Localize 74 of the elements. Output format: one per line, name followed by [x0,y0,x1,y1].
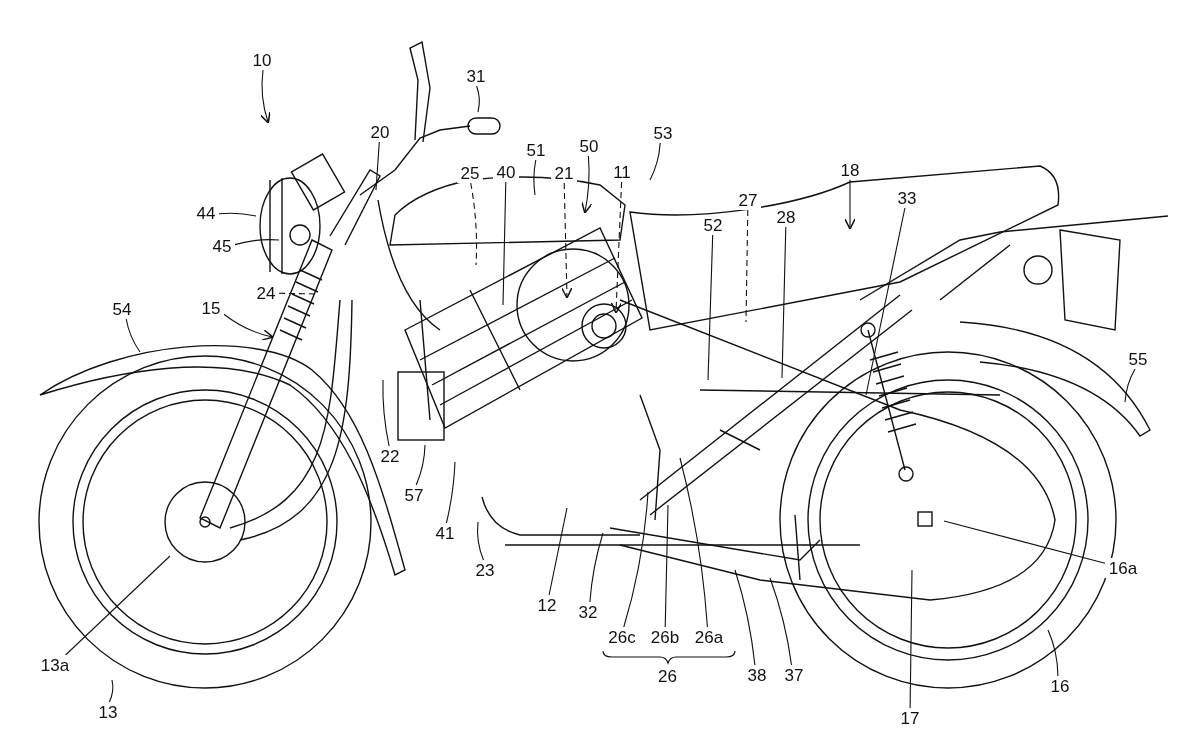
leader-line [125,318,141,353]
callout-number: 18 [840,161,860,179]
leader-line [533,159,537,196]
leader-line [382,379,390,447]
callout-number: 26 [658,668,677,685]
callout-number: 33 [897,189,917,207]
callout-number: 24 [256,284,276,302]
callout-number: 20 [370,123,390,141]
callout-number: 27 [738,191,758,209]
leader-line [548,507,568,596]
callout-number: 38 [747,666,767,684]
callout-number: 26b [650,628,680,646]
arrow [259,69,271,124]
leader-line [1047,629,1059,677]
leader-line [375,141,380,191]
leader-line [65,555,171,656]
leader-line [734,569,756,666]
leader-line [769,577,793,666]
callout-number: 41 [435,524,455,542]
arrow [844,179,856,230]
leader-line [415,444,426,486]
leader-line [589,532,604,603]
callout-number: 54 [112,300,132,318]
arrow [223,313,274,341]
leader-line [909,569,913,709]
leader-line [1124,368,1136,403]
callout-number: 12 [537,596,557,614]
callout-number: 53 [653,124,673,142]
callout-number: 31 [466,67,486,85]
leader-line [234,239,280,246]
leader-line [865,207,906,396]
arrow [561,182,573,299]
leader-line [445,461,456,524]
callout-number: 11 [613,163,631,181]
leader-line [679,457,708,628]
leader-line [781,226,787,379]
leader-line [745,209,749,323]
callout-number: 15 [201,299,221,317]
leader-line [108,679,114,703]
callout-number: 16a [1108,559,1138,577]
callout-number: 52 [703,216,723,234]
callout-number: 22 [380,447,400,465]
callout-number: 44 [196,204,216,222]
callout-number: 50 [579,137,599,155]
leader-line [476,521,485,561]
callout-number: 57 [404,486,424,504]
callout-number: 32 [578,603,598,621]
leader-line [502,181,507,306]
leader-line [476,85,480,113]
callout-number: 21 [554,164,574,182]
arrow [581,155,593,214]
callout-number: 28 [776,208,796,226]
callout-number: 55 [1128,350,1148,368]
callout-number: 40 [496,163,516,181]
arrow [610,181,623,314]
callout-number: 23 [475,561,495,579]
leader-line [623,491,649,628]
callout-number: 45 [212,237,232,255]
callout-number: 25 [460,164,480,182]
callout-number: 37 [784,666,804,684]
callout-number: 13a [40,656,70,674]
callout-number: 51 [526,141,546,159]
callout-number: 26a [694,628,724,646]
leader-line [218,212,257,217]
callout-number: 16 [1050,677,1070,695]
callout-number: 13 [98,703,118,721]
leader-line [470,182,478,266]
leader-line [649,142,661,181]
leader-line [664,504,669,628]
leader-line [707,234,714,381]
callout-number: 26c [608,628,636,646]
callout-number: 17 [900,709,920,727]
callout-number: 10 [252,51,272,69]
leader-line [943,520,1106,564]
